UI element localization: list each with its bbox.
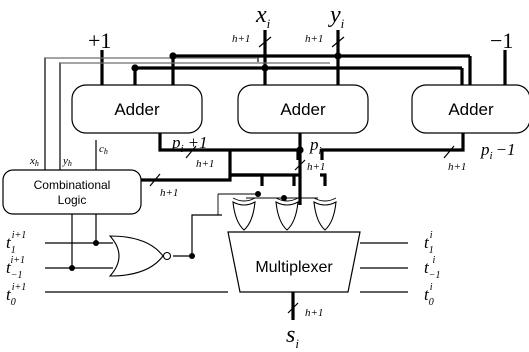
width-label: h+1 — [196, 158, 214, 170]
junction-dot — [169, 52, 177, 60]
adder-left-label: Adder — [114, 100, 160, 119]
y-i-label: yi — [328, 2, 345, 31]
adder-middle — [237, 84, 369, 134]
p-minus-1-label: pi−1 — [480, 140, 516, 162]
adder-middle-label: Adder — [280, 100, 326, 119]
junction-dot — [334, 52, 342, 60]
xor-gate-1 — [232, 197, 256, 231]
combinational-logic — [2, 169, 142, 215]
t0-cur-label: t0i — [424, 282, 434, 308]
junction-dot — [281, 195, 287, 201]
junction-dot — [296, 146, 304, 154]
junction-dot — [261, 64, 269, 72]
tneg1-cur-label: t−1i — [424, 255, 440, 281]
adder-right-label: Adder — [448, 100, 494, 119]
nor-bubble — [162, 251, 172, 261]
junction-dot — [255, 191, 261, 197]
minus-one-label: −1 — [490, 28, 513, 53]
yh-label: yh — [62, 155, 72, 168]
adder-right — [411, 84, 529, 134]
multiplexer-label: Multiplexer — [255, 259, 333, 276]
adder-left — [71, 84, 203, 134]
s-i-label: si — [286, 322, 299, 351]
multiplexer — [227, 231, 361, 293]
width-label: h+1 — [448, 161, 466, 173]
junction-dot — [69, 265, 75, 271]
width-label: h+1 — [307, 161, 325, 173]
t0-next-label: t0i+1 — [6, 282, 26, 308]
p-minus-1-bus — [320, 130, 465, 160]
p-label: pi — [309, 135, 322, 157]
nor-output-wire — [173, 214, 222, 257]
t1-cur-label: t1i — [424, 230, 434, 256]
width-label: h+1 — [305, 307, 323, 319]
width-label: h+1 — [160, 187, 178, 199]
comb-logic-label-2: Logic — [58, 193, 87, 207]
comb-logic-label-1: Combinational — [34, 178, 111, 192]
ch-label: ch — [99, 143, 108, 156]
plus-one-label: +1 — [88, 28, 111, 53]
t1-next-label: t1i+1 — [6, 230, 26, 256]
xor-gate-2 — [275, 197, 299, 231]
junction-dot — [131, 64, 139, 72]
x-i-label: xi — [255, 2, 271, 31]
width-label: h+1 — [232, 33, 250, 45]
tneg1-next-label: t−1i+1 — [6, 255, 25, 281]
xor-gate-3 — [313, 197, 337, 231]
width-label: h+1 — [305, 33, 323, 45]
p-plus-1-label: pi+1 — [171, 133, 208, 155]
xh-label: xh — [29, 155, 39, 168]
junction-dot — [189, 253, 195, 259]
nor-gate — [108, 235, 164, 277]
junction-dot — [93, 240, 99, 246]
